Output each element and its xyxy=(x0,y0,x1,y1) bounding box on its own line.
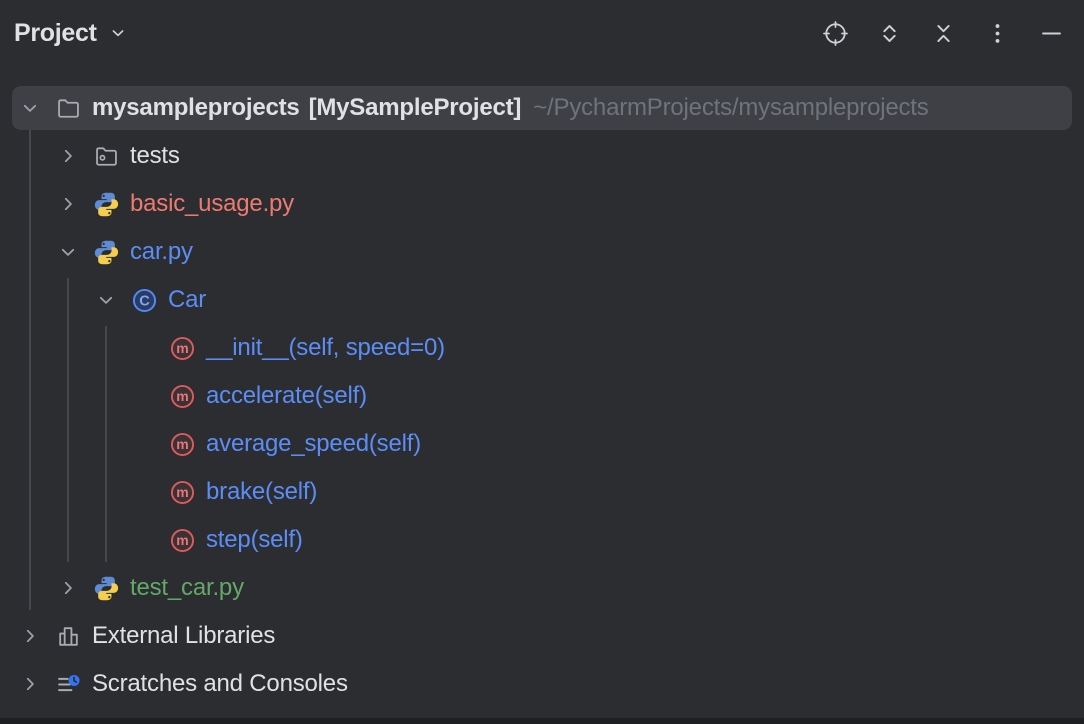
more-options-button[interactable] xyxy=(982,18,1012,48)
select-opened-file-button[interactable] xyxy=(820,18,850,48)
tool-window-title: Project xyxy=(14,18,97,47)
tree-row-label: brake(self) xyxy=(206,478,318,505)
tree-row-label: basic_usage.py xyxy=(130,190,294,217)
chevron-down-icon[interactable] xyxy=(92,286,120,314)
method-icon xyxy=(168,430,196,458)
header-actions xyxy=(820,18,1066,48)
chevron-down-icon[interactable] xyxy=(16,94,44,122)
chevron-down-icon xyxy=(107,22,129,44)
hide-tool-window-button[interactable] xyxy=(1036,18,1066,48)
method-icon xyxy=(168,478,196,506)
tree-row-test-car-py[interactable]: test_car.py xyxy=(0,564,1084,612)
tree-row-car[interactable]: Car xyxy=(0,276,1084,324)
class-icon xyxy=(130,286,158,314)
chevron-down-icon[interactable] xyxy=(54,238,82,266)
tree-row-basic-usage-py[interactable]: basic_usage.py xyxy=(0,180,1084,228)
folder-test-icon xyxy=(92,142,120,170)
collapse-all-icon xyxy=(930,20,957,47)
window-bottom-edge xyxy=(0,718,1084,724)
tree-row-label: External Libraries xyxy=(92,622,276,649)
tree-row-label: test_car.py xyxy=(130,574,244,601)
folder-icon xyxy=(54,94,82,122)
tree-row-scratches-and-consoles[interactable]: Scratches and Consoles xyxy=(0,660,1084,708)
project-name-suffix: [MySampleProject] xyxy=(308,94,522,121)
tool-window-header: Project xyxy=(0,0,1084,66)
tree-row-mysampleprojects[interactable]: mysampleprojects [MySampleProject] ~/Pyc… xyxy=(0,84,1084,132)
tree-row-label: tests xyxy=(130,142,180,169)
collapse-all-button[interactable] xyxy=(928,18,958,48)
python-icon xyxy=(92,190,120,218)
tree-row-brake-self[interactable]: brake(self) xyxy=(0,468,1084,516)
project-view-selector[interactable]: Project xyxy=(14,19,129,48)
indent-guide xyxy=(67,278,69,562)
more-options-icon xyxy=(984,20,1011,47)
tree-row-label: Car xyxy=(168,286,207,313)
tree-row-label: step(self) xyxy=(206,526,303,553)
chevron-right-icon[interactable] xyxy=(16,670,44,698)
scratches-icon xyxy=(54,670,82,698)
project-path: ~/PycharmProjects/mysampleprojects xyxy=(533,94,929,121)
python-icon xyxy=(92,238,120,266)
tree-row-step-self[interactable]: step(self) xyxy=(0,516,1084,564)
chevron-right-icon[interactable] xyxy=(54,142,82,170)
tree-row-label: __init__(self, speed=0) xyxy=(206,334,445,361)
method-icon xyxy=(168,334,196,362)
hide-icon xyxy=(1038,20,1065,47)
locate-icon xyxy=(822,20,849,47)
tree-row-accelerate-self[interactable]: accelerate(self) xyxy=(0,372,1084,420)
tree-row-label: car.py xyxy=(130,238,193,265)
method-icon xyxy=(168,526,196,554)
project-tree: mysampleprojects [MySampleProject] ~/Pyc… xyxy=(0,84,1084,708)
tree-row-label: average_speed(self) xyxy=(206,430,422,457)
tree-row-label: accelerate(self) xyxy=(206,382,367,409)
expand-all-button[interactable] xyxy=(874,18,904,48)
tree-row-label: mysampleprojects xyxy=(92,94,300,121)
expand-all-icon xyxy=(876,20,903,47)
tree-row-average-speed-self[interactable]: average_speed(self) xyxy=(0,420,1084,468)
tree-row-tests[interactable]: tests xyxy=(0,132,1084,180)
python-icon xyxy=(92,574,120,602)
indent-guide xyxy=(105,326,107,562)
tree-row-car-py[interactable]: car.py xyxy=(0,228,1084,276)
method-icon xyxy=(168,382,196,410)
chevron-right-icon[interactable] xyxy=(16,622,44,650)
chevron-right-icon[interactable] xyxy=(54,190,82,218)
tree-row-init-self-speed-0[interactable]: __init__(self, speed=0) xyxy=(0,324,1084,372)
chevron-right-icon[interactable] xyxy=(54,574,82,602)
tree-row-label: Scratches and Consoles xyxy=(92,670,348,697)
tree-row-external-libraries[interactable]: External Libraries xyxy=(0,612,1084,660)
libraries-icon xyxy=(54,622,82,650)
indent-guide xyxy=(29,130,31,610)
